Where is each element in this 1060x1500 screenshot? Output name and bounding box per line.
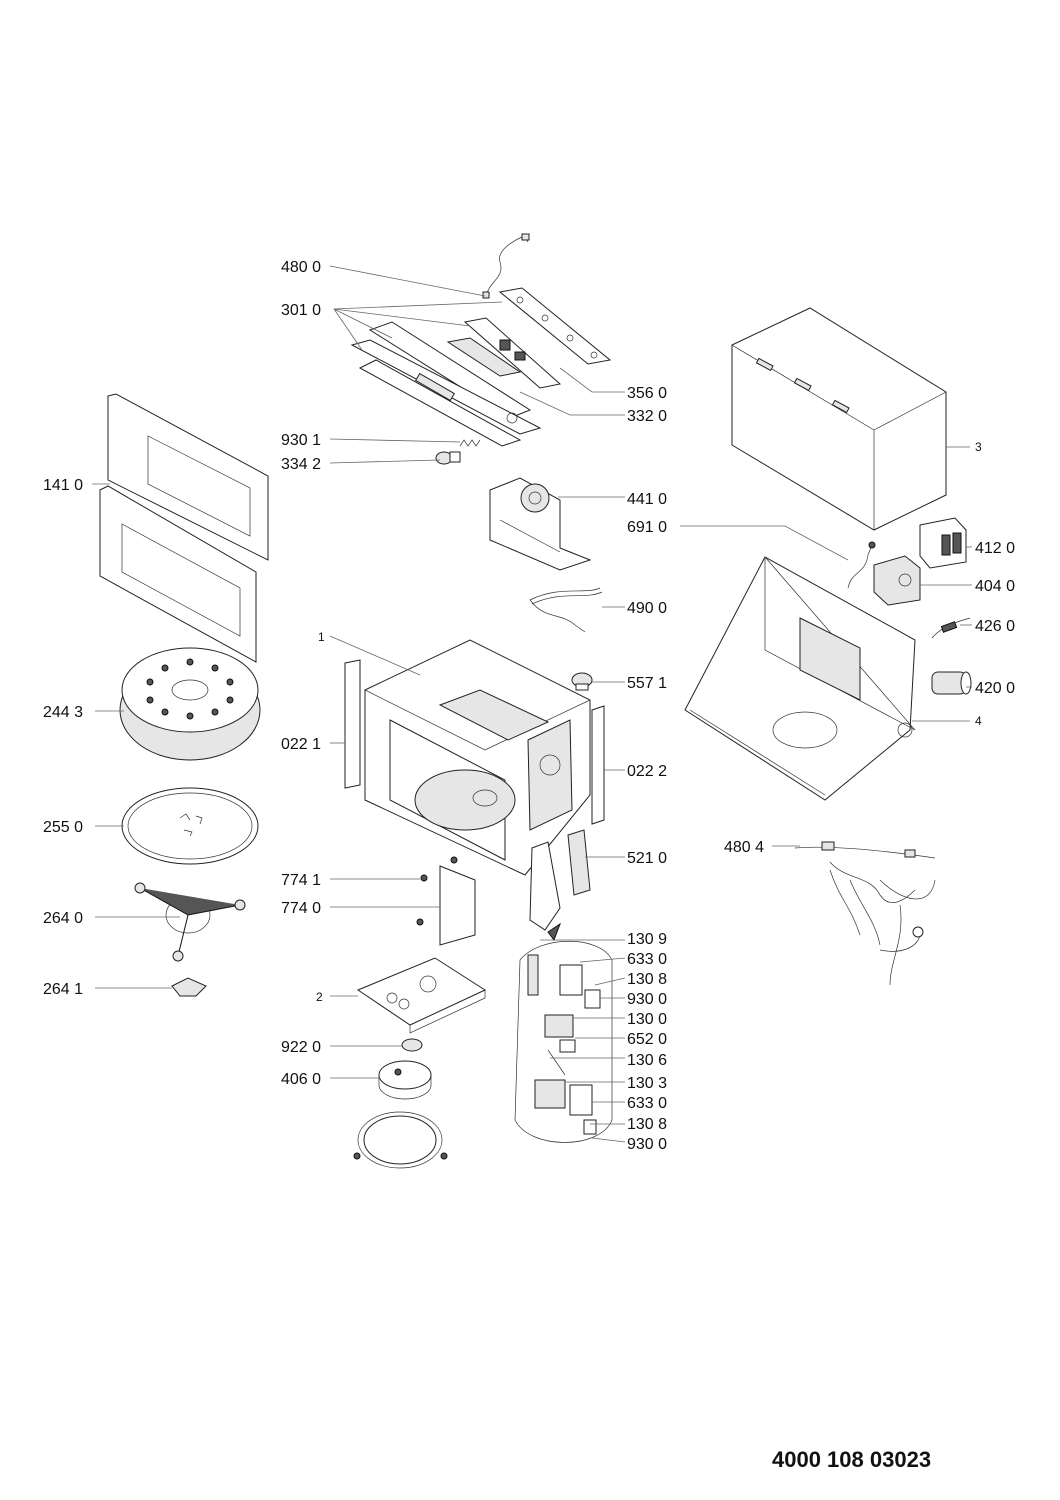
callout-930-1: 930 1 xyxy=(281,432,321,449)
crisp-plate-part xyxy=(119,647,261,761)
callout-356-0: 356 0 xyxy=(627,385,667,402)
callout-130-3: 130 3 xyxy=(627,1075,667,1092)
bottom-ring-part xyxy=(353,1111,448,1169)
callout-557-1: 557 1 xyxy=(627,675,667,692)
callout-691-0: 691 0 xyxy=(627,519,667,536)
callout-480-4: 480 4 xyxy=(724,839,764,856)
callout-406-0: 406 0 xyxy=(281,1071,321,1088)
callout-774-1: 774 1 xyxy=(281,872,321,889)
callout-441-0: 441 0 xyxy=(627,491,667,508)
callout-4: 4 xyxy=(975,714,982,728)
callout-130-9: 130 9 xyxy=(627,931,667,948)
callout-130-8-a: 130 8 xyxy=(627,971,667,988)
callout-490-0: 490 0 xyxy=(627,600,667,617)
callout-130-8-b: 130 8 xyxy=(627,1116,667,1133)
callout-420-0: 420 0 xyxy=(975,680,1015,697)
diode-capacitor-part xyxy=(931,617,972,695)
coupler-part xyxy=(171,977,207,997)
callout-774-0: 774 0 xyxy=(281,900,321,917)
callout-130-6: 130 6 xyxy=(627,1052,667,1069)
leader-lines xyxy=(92,265,972,1143)
callout-labels: 480 0 301 0 356 0 332 0 930 1 334 2 141 … xyxy=(43,259,1015,1153)
callout-652-0: 652 0 xyxy=(627,1031,667,1048)
callout-521-0: 521 0 xyxy=(627,850,667,867)
outer-casing-part xyxy=(731,307,947,531)
wire-691-0-part xyxy=(847,541,876,589)
callout-3: 3 xyxy=(975,440,982,454)
door-glass-part xyxy=(99,393,269,663)
callout-301-0: 301 0 xyxy=(281,302,321,319)
callout-922-0: 922 0 xyxy=(281,1039,321,1056)
wire-480-0-part xyxy=(482,233,530,299)
callout-334-2: 334 2 xyxy=(281,456,321,473)
callout-426-0: 426 0 xyxy=(975,618,1015,635)
base-plate-part xyxy=(356,957,487,1034)
main-harness-part xyxy=(794,841,936,986)
callout-930-0-a: 930 0 xyxy=(627,991,667,1008)
cable-490-0-part xyxy=(529,587,603,633)
callout-022-1: 022 1 xyxy=(281,736,321,753)
callout-480-0: 480 0 xyxy=(281,259,321,276)
callout-022-2: 022 2 xyxy=(627,763,667,780)
knob-spring-part xyxy=(435,439,481,465)
callout-244-3: 244 3 xyxy=(43,704,83,721)
callout-141-0: 141 0 xyxy=(43,477,83,494)
switch-detail-part xyxy=(514,922,613,1143)
oven-cavity-part xyxy=(344,639,605,876)
callout-332-0: 332 0 xyxy=(627,408,667,425)
callout-412-0: 412 0 xyxy=(975,540,1015,557)
latch-assembly-part xyxy=(416,829,591,946)
base-frame-part xyxy=(684,556,916,801)
turntable-glass-part xyxy=(121,787,259,865)
callout-264-0: 264 0 xyxy=(43,910,83,927)
control-panel-assembly-part xyxy=(350,287,612,447)
document-number: 4000 108 03023 xyxy=(772,1447,932,1472)
transformer-part xyxy=(873,517,967,606)
callout-264-1: 264 1 xyxy=(43,981,83,998)
turntable-motor-part xyxy=(378,1038,432,1100)
callout-1: 1 xyxy=(318,630,325,644)
callout-255-0: 255 0 xyxy=(43,819,83,836)
roller-ring-part xyxy=(134,882,246,962)
callout-130-0: 130 0 xyxy=(627,1011,667,1028)
thermostat-part xyxy=(571,672,593,691)
callout-633-0-b: 633 0 xyxy=(627,1095,667,1112)
callout-404-0: 404 0 xyxy=(975,578,1015,595)
callout-930-0-b: 930 0 xyxy=(627,1136,667,1153)
fan-motor-bracket-part xyxy=(489,477,592,571)
callout-2: 2 xyxy=(316,990,323,1004)
callout-633-0-a: 633 0 xyxy=(627,951,667,968)
